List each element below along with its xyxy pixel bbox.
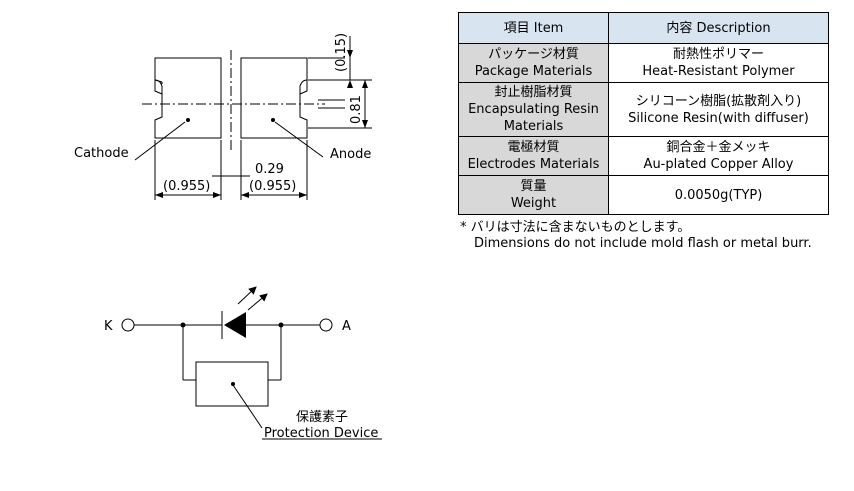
emission-arrow-2	[247, 293, 268, 311]
note-line-en: Dimensions do not include mold flash or …	[474, 236, 812, 251]
dim-left-label: (0.955)	[163, 179, 210, 194]
dim-gap-label: 0.29	[255, 162, 284, 177]
a-terminal	[319, 318, 333, 332]
k-label: K	[104, 319, 113, 334]
led-diode	[224, 312, 246, 338]
dimension-note: * バリは寸法に含まないものとします。 Dimensions do not in…	[460, 220, 812, 252]
anode-label: Anode	[330, 147, 371, 162]
header-item: 項目 Item	[458, 12, 609, 44]
protection-label-jp: 保護素子	[296, 409, 348, 425]
a-label: A	[342, 319, 351, 334]
right-junction	[278, 322, 284, 328]
protection-label-en: Protection Device	[264, 426, 378, 441]
anode-pad	[240, 57, 308, 139]
circuit-schematic	[121, 286, 382, 440]
dim-top-label: (0.15)	[334, 33, 349, 72]
note-line-jp: * バリは寸法に含まないものとします。	[460, 220, 691, 235]
header-description: 内容 Description	[608, 12, 829, 44]
cathode-pad	[154, 57, 222, 139]
emission-arrow-1	[237, 286, 257, 305]
left-junction	[180, 322, 186, 328]
protection-device	[195, 361, 269, 407]
dim-height-label: 0.81	[349, 95, 364, 124]
cathode-label: Cathode	[74, 146, 129, 161]
package-drawing	[134, 36, 372, 200]
k-terminal	[121, 318, 135, 332]
dim-right-label: (0.955)	[249, 179, 296, 194]
